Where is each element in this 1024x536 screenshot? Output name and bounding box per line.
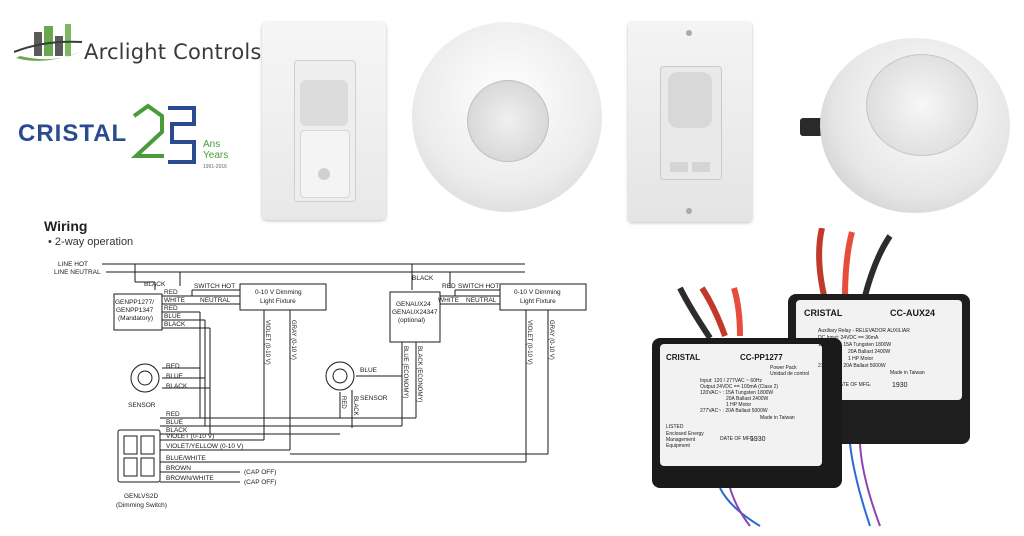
left-sub-2: Unidad de control [770,371,809,377]
label-red-3: RED [166,363,180,370]
right-brand: CRISTAL [804,308,843,318]
label-blue-1: BLUE [164,313,182,320]
power-pack-label-1: GENPP1277/ [115,299,154,306]
label-neutral-1: NEUTRAL [200,297,231,304]
label-black-6: BLACK [352,396,358,416]
anniversary-years-range: 1991-2016 [203,164,227,170]
label-blue-economy: BLUE (ECONOMY) [402,346,408,398]
label-line-neutral: LINE NEUTRAL [54,269,101,276]
left-date-value: 1930 [750,436,766,443]
label-cap-off-1: (CAP OFF) [244,469,276,476]
left-env-3: Equipment [666,443,691,449]
wiring-subtitle: • 2-way operation [48,236,134,248]
label-brown: BROWN [166,465,191,472]
aux-label-2: GENAUX24347 [392,309,438,316]
arclight-logo-icon [14,24,83,61]
label-red-6: RED [340,396,346,409]
left-spec-5: 1 HP Motor [726,402,752,408]
left-spec-1: Input: 120 / 277VAC ~ 60Hz [700,378,763,384]
left-listed: LISTED [666,424,684,430]
label-blue-2: BLUE [166,373,184,380]
label-black-5: BLACK [166,427,188,434]
wiring-title: Wiring [44,218,88,234]
right-made: Made in Taiwan [890,370,925,376]
label-red-4: RED [442,283,456,290]
right-date-label: DATE OF MFG. [836,382,871,388]
label-gray-1: GRAY (0-10 V) [290,320,296,360]
right-spec-5: 1 HP Motor [848,356,874,362]
relay-devices-image: CRISTAL CC-AUX24 Auxiliary Relay - RELEV… [652,228,970,527]
label-blue-white: BLUE/WHITE [166,455,206,462]
left-spec-3: 120VAC~ : 15A Tungsten 1800W [700,390,773,396]
switch-label-2: (Dimming Switch) [116,502,167,509]
ceiling-sensor-image [412,22,602,212]
label-switch-hot-2: SWITCH HOT [458,283,499,290]
wall-switch-sensor-image [262,22,386,220]
aux-label-1: GENAUX24 [396,301,431,308]
right-spec-6: 277VAC~ : 20A Ballast 5000W [818,363,886,369]
left-spec-2: Output 24VDC == 100mA (Class 2) [700,384,778,390]
right-date-value: 1930 [892,382,908,389]
label-white-2: WHITE [438,297,460,304]
label-black-1: BLACK [144,281,166,288]
right-spec-1: Auxiliary Relay - RELEVADOR AUXILIAR [818,328,910,334]
aux-label-3: (optional) [398,317,425,324]
wall-mount-sensor-image [628,22,752,222]
left-spec-6: 277VAC~ : 20A Ballast 5000W [700,408,768,414]
label-black-2: BLACK [164,321,186,328]
left-date-label: DATE OF MFG. [720,436,755,442]
label-blue-4: BLUE [166,419,184,426]
power-pack-label-2: GENPP1347 [116,307,154,314]
label-black-3: BLACK [166,383,188,390]
label-sensor-1: SENSOR [128,402,156,409]
label-violet-yellow: VIOLET/YELLOW (0-10 V) [166,443,243,450]
left-env-2: Management [666,437,696,443]
label-brown-white: BROWN/WHITE [166,475,214,482]
fixture-2-label-2: Light Fixture [520,298,556,305]
left-env-1: Enclosed Energy [666,431,704,437]
label-sensor-2: SENSOR [360,395,388,402]
label-violet-010: VIOLET (0-10 V) [166,433,214,440]
label-switch-hot-1: SWITCH HOT [194,283,235,290]
label-red-2: RED [164,305,178,312]
wiring-diagram: LINE HOT LINE NEUTRAL BLACK RED SWITCH H… [54,261,587,509]
left-made: Made in Taiwan [760,415,795,421]
cristal-logo-text: CRISTAL [18,120,128,147]
power-pack-label-3: (Mandatory) [118,315,153,322]
label-black-economy: BLACK (ECONOMY) [416,346,422,402]
label-neutral-2: NEUTRAL [466,297,497,304]
label-white-1: WHITE [164,297,186,304]
label-red-5: RED [166,411,180,418]
right-spec-4: 20A Ballast 2400W [848,349,891,355]
cristal-25-logo-icon [130,103,196,164]
label-violet-1: VIOLET (0-10 V) [264,320,270,365]
switch-label-1: GENLVS2D [124,493,159,500]
label-gray-2: GRAY (0-10 V) [548,320,554,360]
label-blue-3: BLUE [360,367,378,374]
fixture-2-label-1: 0-10 V Dimming [514,289,561,296]
left-spec-4: 20A Ballast 2400W [726,396,769,402]
right-spec-3: 120VAC~ : 15A Tungsten 1800W [818,342,891,348]
fixture-1-label-1: 0-10 V Dimming [255,289,302,296]
right-model: CC-AUX24 [890,308,935,318]
left-brand: CRISTAL [666,353,700,362]
label-line-hot: LINE HOT [58,261,88,268]
fixture-1-label-2: Light Fixture [260,298,296,305]
right-spec-2: DC Input: 24VDC == 36mA [818,335,879,341]
arclight-logo-text: Arclight Controls [84,40,262,64]
left-sub: Power Pack [770,365,797,371]
label-red-1: RED [164,289,178,296]
anniversary-ans: Ans Years [203,139,229,161]
fixture-sensor-image [800,28,1014,218]
label-violet-2: VIOLET (0-10 V) [526,320,532,365]
left-model: CC-PP1277 [740,353,783,362]
label-cap-off-2: (CAP OFF) [244,479,276,486]
label-black-4: BLACK [412,275,434,282]
